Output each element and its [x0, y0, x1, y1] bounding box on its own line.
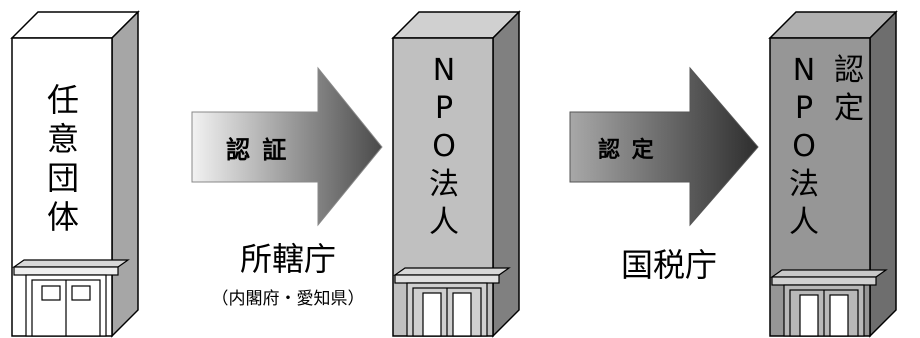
building-certified-npo — [768, 10, 898, 338]
building-voluntary-group — [10, 10, 140, 338]
building-certified-label: 認 定 — [830, 56, 868, 124]
entrance-canopy — [12, 259, 130, 276]
entrance-door — [783, 284, 865, 337]
competent-authority-caption: 所轄庁 — [239, 240, 336, 278]
arrow-accreditation-label: 認 定 — [598, 138, 656, 163]
char: 人 — [789, 205, 819, 240]
char: O — [432, 129, 456, 164]
char: 人 — [429, 205, 459, 240]
arrow-accreditation — [569, 66, 759, 227]
building-voluntary-group-label: 任 意 団 体 — [44, 84, 82, 233]
competent-authority-subcaption: （内閣府・愛知県） — [211, 289, 365, 309]
building-certified-npo-label: N P O 法 人 — [784, 56, 824, 238]
char: 意 — [46, 120, 79, 158]
building-npo-corporation-label: N P O 法 人 — [424, 56, 464, 238]
char: 定 — [834, 91, 864, 126]
char: 認 — [834, 53, 864, 88]
char: 法 — [789, 167, 819, 202]
entrance-door — [25, 274, 107, 337]
char: P — [434, 91, 454, 126]
char: O — [792, 129, 816, 164]
arrow-certification — [191, 66, 383, 227]
entrance-door — [406, 282, 488, 337]
char: N — [792, 53, 816, 88]
entrance-canopy — [393, 267, 511, 284]
national-tax-agency-caption: 国税庁 — [620, 246, 717, 284]
char: N — [432, 53, 456, 88]
char: 法 — [429, 167, 459, 202]
char: P — [794, 91, 814, 126]
char: 団 — [46, 159, 79, 197]
char: 任 — [46, 81, 79, 119]
arrow-certification-label: 認 証 — [226, 136, 289, 164]
building-npo-corporation — [391, 10, 521, 338]
entrance-canopy — [770, 269, 888, 286]
char: 体 — [46, 198, 79, 236]
